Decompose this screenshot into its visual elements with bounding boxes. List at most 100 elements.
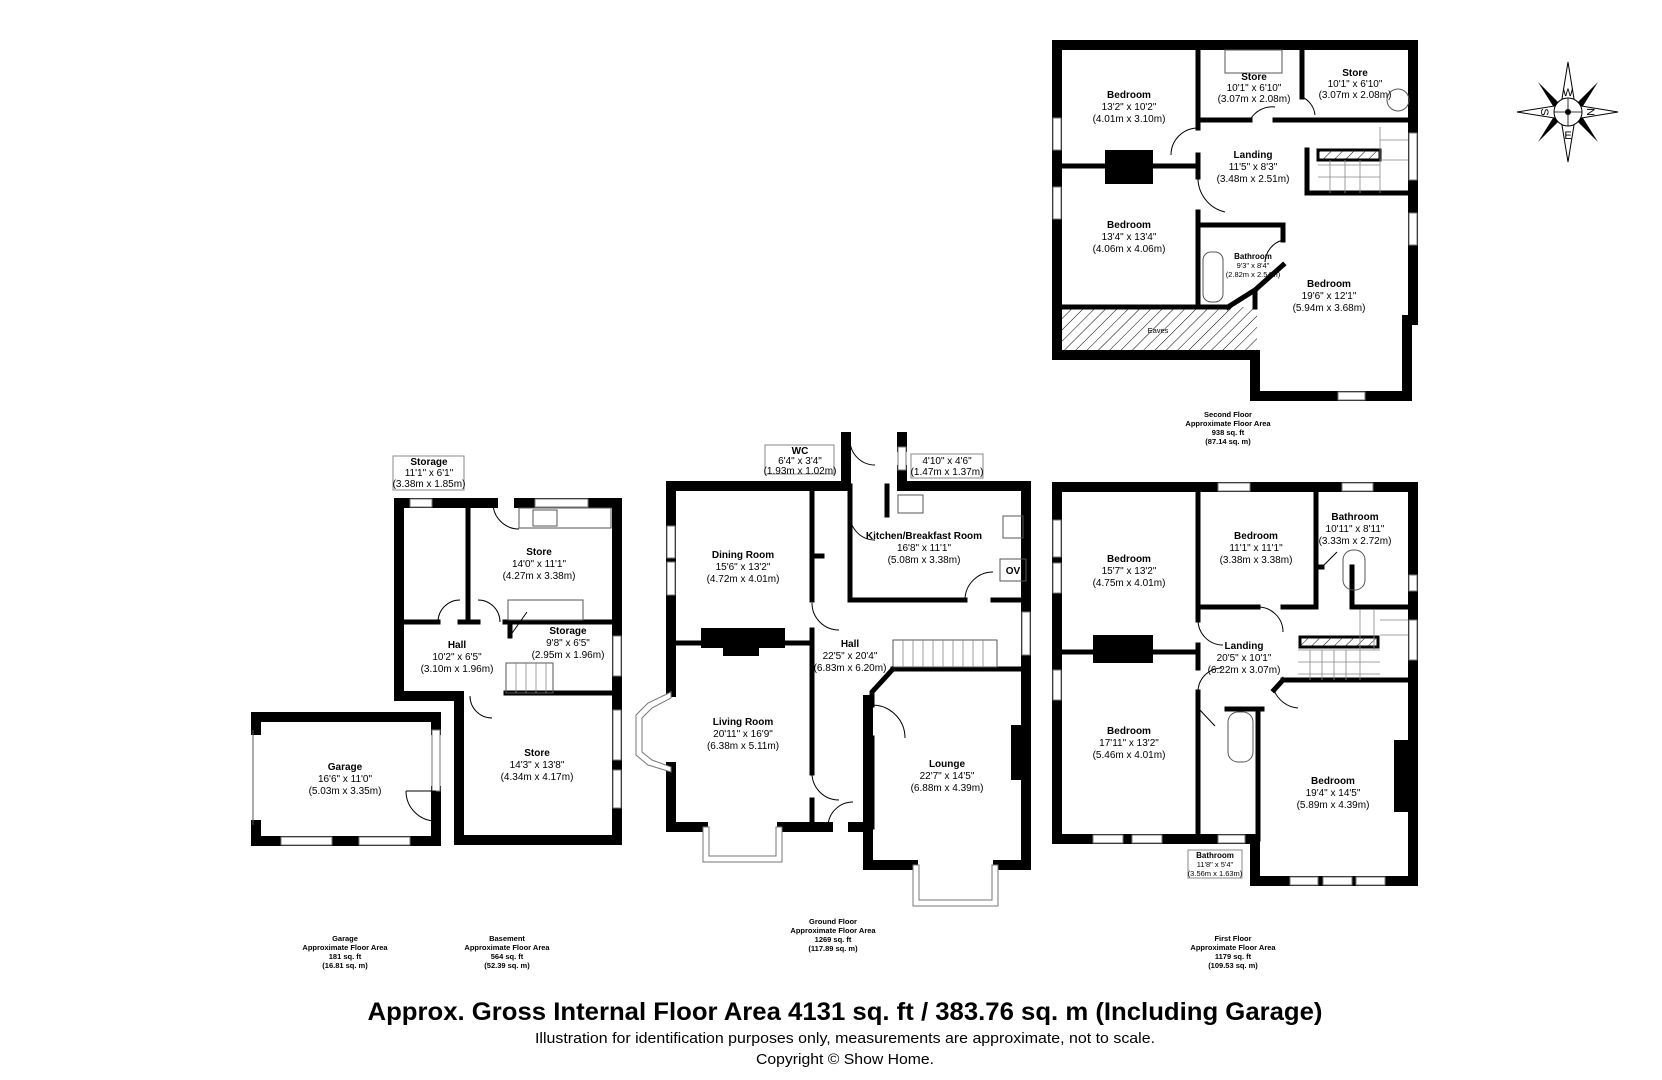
room-name: Bathroom <box>1234 252 1272 261</box>
room-label-second-bedroom-3: Bedroom 19'6" x 12'1" (5.94m x 3.68m) <box>1293 279 1366 314</box>
room-dimensions-imperial: 11'5" x 8'3" <box>1229 162 1278 173</box>
gross-area-title: Approx. Gross Internal Floor Area 4131 s… <box>368 998 1323 1026</box>
caption-floor-name: Basement <box>489 934 525 943</box>
room-dimensions-imperial: 20'5" x 10'1" <box>1217 653 1272 664</box>
room-dimensions-metric: (4.27m x 3.38m) <box>503 571 576 582</box>
caption-floor-name: Ground Floor <box>809 917 857 926</box>
room-dimensions-metric: (6.88m x 4.39m) <box>911 783 984 794</box>
room-dimensions-metric: (3.10m x 1.96m) <box>421 664 494 675</box>
wc-label-box <box>764 444 835 475</box>
room-dimensions-imperial: 6'4" x 3'4" <box>778 456 822 467</box>
room-dimensions-imperial: 10'11" x 8'11" <box>1326 524 1385 535</box>
second-floor-plan <box>1052 40 1418 401</box>
caption-floor-name: Second Floor <box>1204 410 1252 419</box>
room-dimensions-metric: (3.38m x 1.85m) <box>393 479 466 490</box>
room-name: Store <box>1241 72 1267 83</box>
room-dimensions-imperial: 10'2" x 6'5" <box>432 652 482 663</box>
room-name: Store <box>524 748 550 759</box>
caption-label: Approximate Floor Area <box>302 943 388 952</box>
room-name: Bedroom <box>1107 220 1151 231</box>
caption-label: Approximate Floor Area <box>1185 419 1271 428</box>
room-dimensions-metric: (3.33m x 2.72m) <box>1319 536 1392 547</box>
room-label-first-bathroom: Bathroom 10'11" x 8'11" (3.33m x 2.72m) <box>1319 512 1392 547</box>
caption-sqm: (109.53 sq. m) <box>1208 961 1258 970</box>
caption-label: Approximate Floor Area <box>464 943 550 952</box>
room-name: Lounge <box>929 759 966 770</box>
room-dimensions-metric: (6.83m x 6.20m) <box>814 663 887 674</box>
room-dimensions-imperial: 11'8" x 5'4" <box>1197 860 1234 869</box>
room-label-garage: Garage 16'6" x 11'0" (5.03m x 3.35m) <box>309 762 382 797</box>
caption-first-floor: First Floor Approximate Floor Area 1179 … <box>1190 934 1276 970</box>
disclaimer: Illustration for identification purposes… <box>535 1030 1155 1047</box>
room-name: Bedroom <box>1107 554 1151 565</box>
room-label-second-store-2: Store 10'1" x 6'10" (3.07m x 2.08m) <box>1319 68 1392 101</box>
room-label-second-bedroom-1: Bedroom 13'2" x 10'2" (4.01m x 3.10m) <box>1093 90 1166 125</box>
room-label-second-landing: Landing 11'5" x 8'3" (3.48m x 2.51m) <box>1217 150 1290 185</box>
room-dimensions-metric: (3.56m x 1.63m) <box>1188 869 1243 878</box>
room-name: Garage <box>328 762 363 773</box>
caption-label: Approximate Floor Area <box>790 926 876 935</box>
room-label-store-upper: Store 14'0" x 11'1" (4.27m x 3.38m) <box>503 547 576 582</box>
room-label-second-bathroom: Bathroom 9'3" x 8'4" (2.82m x 2.54m) <box>1226 252 1281 279</box>
room-dimensions-imperial: 19'4" x 14'5" <box>1306 788 1361 799</box>
room-label-lounge: Lounge 22'7" x 14'5" (6.88m x 4.39m) <box>911 759 984 794</box>
room-dimensions-metric: (4.72m x 4.01m) <box>707 574 780 585</box>
caption-floor-name: Garage <box>332 934 358 943</box>
room-dimensions-imperial: 11'1" x 11'1" <box>1229 543 1283 554</box>
room-name: Store <box>1342 68 1368 79</box>
room-name: Landing <box>1234 150 1273 161</box>
room-dimensions-imperial: 14'0" x 11'1" <box>512 559 567 570</box>
compass-west: W <box>1563 87 1574 99</box>
caption-sqft: 1179 sq. ft <box>1215 952 1252 961</box>
room-label-first-bedroom-3: Bedroom 17'11" x 13'2" (5.46m x 4.01m) <box>1093 726 1166 761</box>
room-name: Bedroom <box>1107 90 1151 101</box>
room-dimensions-metric: (5.89m x 4.39m) <box>1297 800 1370 811</box>
room-dimensions-metric: (5.94m x 3.68m) <box>1293 303 1366 314</box>
room-dimensions-imperial: 13'4" x 13'4" <box>1102 232 1157 243</box>
caption-basement: Basement Approximate Floor Area 564 sq. … <box>464 934 550 970</box>
caption-sqft: 181 sq. ft <box>329 952 362 961</box>
caption-second-floor: Second Floor Approximate Floor Area 938 … <box>1185 410 1271 446</box>
bathroom-label-box <box>1187 849 1243 879</box>
room-dimensions-metric: (5.08m x 3.38m) <box>888 555 961 566</box>
room-dimensions-imperial: 16'6" x 11'0" <box>318 774 373 785</box>
room-dimensions-imperial: 13'2" x 10'2" <box>1102 102 1157 113</box>
compass-south: S <box>1538 108 1550 115</box>
room-dimensions-imperial: 14'3" x 13'8" <box>510 760 565 771</box>
room-dimensions-imperial: 10'1" x 6'10" <box>1328 79 1383 90</box>
compass-north: N <box>1584 108 1596 116</box>
room-name: Storage <box>410 457 448 468</box>
room-name: Hall <box>841 639 860 650</box>
room-dimensions-imperial: 9'3" x 8'4" <box>1237 261 1270 270</box>
room-label-living-room: Living Room 20'11" x 16'9" (6.38m x 5.11… <box>707 717 779 752</box>
room-dimensions-imperial: 15'7" x 13'2" <box>1102 566 1157 577</box>
porch-label-box <box>910 453 984 479</box>
room-name: Bedroom <box>1307 279 1351 290</box>
room-dimensions-metric: (4.34m x 4.17m) <box>501 772 574 783</box>
room-name: WC <box>792 446 809 457</box>
room-label-store-lower: Store 14'3" x 13'8" (4.34m x 4.17m) <box>501 748 574 783</box>
compass-east: E <box>1564 130 1571 142</box>
room-dimensions-metric: (3.38m x 3.38m) <box>1220 555 1293 566</box>
room-dimensions-imperial: 17'11" x 13'2" <box>1099 738 1159 749</box>
caption-ground-floor: Ground Floor Approximate Floor Area 1269… <box>790 917 876 953</box>
room-dimensions-imperial: 16'8" x 11'1" <box>897 543 952 554</box>
storage-label-box <box>392 455 465 491</box>
room-dimensions-metric: (4.75m x 4.01m) <box>1093 578 1166 589</box>
room-label-first-bedroom-2: Bedroom 11'1" x 11'1" (3.38m x 3.38m) <box>1220 531 1293 566</box>
room-name: Living Room <box>713 717 774 728</box>
room-name: Bedroom <box>1311 776 1355 787</box>
room-label-wc: WC 6'4" x 3'4" (1.93m x 1.02m) <box>764 446 837 477</box>
room-dimensions-metric: (2.82m x 2.54m) <box>1226 270 1281 279</box>
room-dimensions-imperial: 20'11" x 16'9" <box>713 729 773 740</box>
caption-floor-name: First Floor <box>1214 934 1251 943</box>
room-dimensions-metric: (4.01m x 3.10m) <box>1093 114 1166 125</box>
oven-label: OV <box>1006 566 1021 577</box>
room-label-porch: 4'10" x 4'6" (1.47m x 1.37m) <box>911 456 984 478</box>
room-dimensions-metric: (6.22m x 3.07m) <box>1208 665 1281 676</box>
room-label-kitchen: Kitchen/Breakfast Room 16'8" x 11'1" (5.… <box>866 531 982 566</box>
caption-sqft: 564 sq. ft <box>491 952 524 961</box>
room-dimensions-metric: (3.07m x 2.08m) <box>1319 90 1392 101</box>
room-name: Landing <box>1225 641 1264 652</box>
room-dimensions-metric: (5.03m x 3.35m) <box>309 786 382 797</box>
